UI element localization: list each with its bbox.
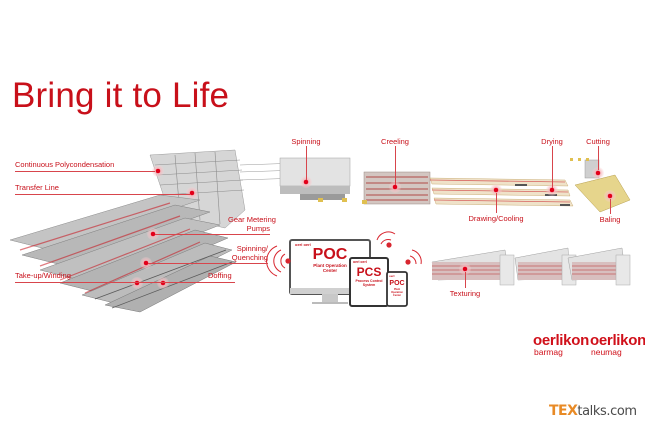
page-title: Bring it to Life [12, 76, 230, 115]
textalks-watermark: TEXtalks.com [549, 403, 637, 420]
label-spinning-quenching-line2: Quenching [231, 253, 268, 262]
hotspot-doffing-icon [157, 277, 169, 289]
label-spinning-quenching: Spinning/ Quenching [228, 244, 268, 262]
label-doffing: Doffing [208, 271, 232, 280]
texturing-machines [431, 247, 631, 286]
label-baling: Baling [599, 215, 621, 224]
logo-sub: barmag [534, 347, 563, 357]
monitor-title: POC [312, 246, 348, 263]
label-drying: Drying [541, 137, 563, 146]
callout-line [306, 146, 307, 180]
hotspot-take-up-icon [131, 277, 143, 289]
callout-line [15, 282, 235, 283]
phone-screen: oerl POC Plant Operation Center [389, 274, 405, 297]
label-gear-metering: Gear Metering Pumps [228, 215, 276, 233]
monitor-subtitle-2: Center [322, 268, 338, 273]
hotspot-markers [131, 165, 616, 289]
signal-dot-icon [386, 242, 392, 248]
tablet-subtitle-2: System [362, 283, 376, 287]
hotspot-cutting-icon [592, 167, 604, 179]
tablet-screen: oerl oerl PCS Process Control System [352, 260, 386, 287]
phone-subtitle-1: Plant Operation [391, 288, 403, 294]
logo-name: oerlikon [533, 332, 589, 349]
wireless-signal-icons [266, 231, 422, 277]
hotspot-gear-metering-icon [147, 228, 159, 240]
callout-line [395, 146, 396, 185]
tablet-brand: oerl oerl [353, 260, 367, 264]
monitor-brand: oerl oerl [295, 242, 311, 247]
monitor-screen: oerl oerl POC Plant Operation Center [293, 242, 367, 273]
signal-dot-icon [405, 259, 411, 265]
hotspot-polycondensation-icon [152, 165, 164, 177]
label-spinning: Spinning [291, 137, 321, 146]
callout-line [148, 263, 268, 264]
device-phone [386, 271, 408, 307]
watermark-talks: talks.com [577, 404, 637, 419]
hotspot-texturing-icon [459, 263, 471, 275]
hotspot-baling-icon [604, 190, 616, 202]
logo-sub: neumag [591, 347, 622, 357]
label-gear-metering-line1: Gear Metering [228, 215, 276, 224]
callout-line [610, 199, 611, 214]
polycondensation-plant [9, 149, 246, 313]
oerlikon-barmag-logo: oerlikon barmag [533, 332, 589, 357]
label-continuous-polycondensation: Continuous Polycondensation [15, 160, 115, 169]
callout-line [496, 193, 497, 213]
phone-brand: oerl [389, 274, 395, 278]
callout-line [15, 194, 190, 195]
tablet-subtitle-1: Process Control [355, 279, 383, 283]
callout-line [552, 146, 553, 188]
watermark-tex: TEX [549, 403, 578, 419]
label-drawing-cooling: Drawing/Cooling [468, 214, 524, 223]
signal-dot-icon [285, 258, 291, 264]
label-texturing: Texturing [449, 289, 481, 298]
phone-title: POC [389, 280, 405, 287]
logo-name: oerlikon [590, 332, 645, 349]
label-take-up-winding: Take-up/Winding [15, 271, 71, 280]
phone-subtitle-2: Center [393, 294, 401, 297]
monitor-subtitle-1: Plant Operation [313, 263, 347, 268]
label-gear-metering-line2: Pumps [246, 224, 270, 233]
callout-line [598, 146, 599, 170]
callout-line [155, 234, 270, 235]
hotspot-spinning-icon [300, 176, 312, 188]
hotspot-drying-icon [546, 184, 558, 196]
label-creeling: Creeling [381, 137, 409, 146]
hotspot-spinning-quenching-icon [140, 257, 152, 269]
oerlikon-neumag-logo: oerlikon neumag [590, 332, 645, 357]
hotspot-transfer-line-icon [186, 187, 198, 199]
tablet-title: PCS [356, 265, 382, 279]
cutting-baling-unit [570, 158, 631, 213]
label-transfer-line: Transfer Line [15, 183, 59, 192]
label-cutting: Cutting [586, 137, 610, 146]
hotspot-drawing-icon [490, 184, 502, 196]
callout-line [465, 272, 466, 288]
label-spinning-quenching-line1: Spinning/ [236, 244, 268, 253]
callout-line [15, 171, 155, 172]
hotspot-creeling-icon [389, 181, 401, 193]
spinning-machine [239, 157, 351, 202]
